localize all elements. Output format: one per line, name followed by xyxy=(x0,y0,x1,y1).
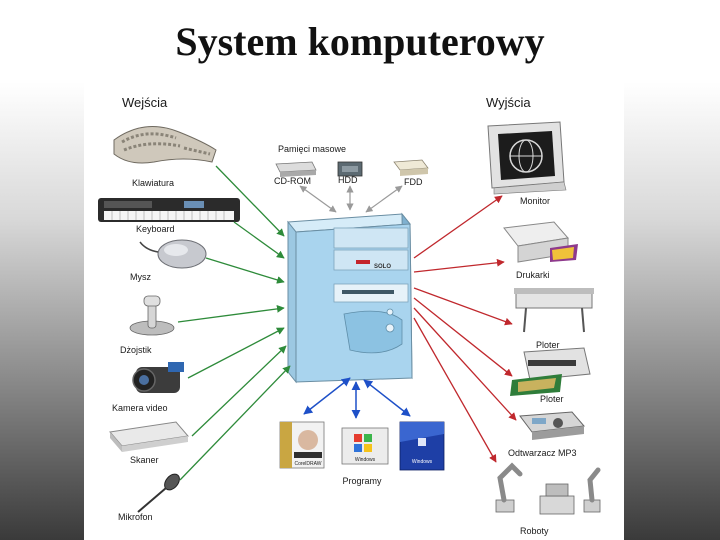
mp3-player-icon xyxy=(519,411,585,440)
output-label-robots: Roboty xyxy=(520,526,549,536)
microphone-icon xyxy=(137,473,180,513)
arrow-case-to-monitor xyxy=(413,195,503,259)
input-label-music-keyboard: Keyboard xyxy=(136,224,175,234)
windows-xp-box-label: Windows xyxy=(412,459,433,465)
arrow-fdd xyxy=(365,185,403,213)
storage-label-cd-rom: CD-ROM xyxy=(274,176,311,186)
input-label-keyboard: Klawiatura xyxy=(132,178,174,188)
robots-icon xyxy=(495,462,601,515)
arrow-cd-rom xyxy=(299,185,337,213)
arrow-scanner-to-case xyxy=(191,345,287,437)
arrow-joystick-to-case xyxy=(177,305,285,323)
arrow-microphone-to-case xyxy=(179,365,291,481)
monitor-icon xyxy=(487,121,567,195)
arrow-windows-xp xyxy=(363,379,411,417)
joystick-icon xyxy=(129,295,175,336)
video-camera-icon xyxy=(132,362,184,393)
storage-label-hdd: HDD xyxy=(338,175,358,185)
diagram-svg: Wejścia Wyjścia Pamięci masowe Klawiatur… xyxy=(98,95,601,536)
right-gradient-border xyxy=(624,82,720,540)
arrow-coreldraw xyxy=(303,377,351,415)
mouse-icon xyxy=(139,239,207,269)
title-band xyxy=(0,0,720,82)
storage-arrows xyxy=(299,185,403,213)
input-arrows xyxy=(177,165,291,481)
input-label-joystick: Dżojstik xyxy=(120,345,152,355)
windows-box-icon xyxy=(341,427,389,465)
computer-case-icon xyxy=(287,212,413,384)
plotter-2-icon xyxy=(510,347,591,396)
page-title: System komputerowy xyxy=(175,19,545,64)
input-label-microphone: Mikrofon xyxy=(118,512,153,522)
plotter-icon xyxy=(514,288,594,333)
arrow-case-to-printer xyxy=(413,258,505,273)
windows-xp-box-icon xyxy=(399,421,445,471)
arrow-mouse-to-case xyxy=(205,257,285,284)
arrow-case-to-mp3 xyxy=(413,307,517,421)
software-label: Programy xyxy=(342,476,382,486)
arrow-case-to-plotter-1 xyxy=(413,287,513,326)
input-label-scanner: Skaner xyxy=(130,455,159,465)
windows-box-label: Windows xyxy=(355,457,376,463)
case-brand-label: SOLO xyxy=(374,264,391,270)
storage-label-fdd: FDD xyxy=(404,177,423,187)
output-label-monitor: Monitor xyxy=(520,196,550,206)
output-label-mp3-player: Odtwarzacz MP3 xyxy=(508,448,577,458)
input-label-video-camera: Kamera video xyxy=(112,403,168,413)
left-gradient-border xyxy=(0,82,84,540)
arrow-music-keyboard-to-case xyxy=(233,221,285,259)
output-arrows xyxy=(413,195,517,463)
output-label-printers: Drukarki xyxy=(516,270,550,280)
cd-rom-drive-icon xyxy=(275,161,317,177)
arrow-camera-to-case xyxy=(187,327,285,379)
software-arrows xyxy=(303,377,411,419)
coreldraw-box-icon xyxy=(279,421,325,469)
hdd-icon xyxy=(337,161,363,177)
coreldraw-box-label: CorelDRAW xyxy=(294,461,321,467)
outputs-header: Wyjścia xyxy=(486,95,531,110)
floppy-drive-icon xyxy=(393,159,429,176)
arrow-case-to-robots xyxy=(413,317,497,463)
storage-header: Pamięci masowe xyxy=(278,144,346,154)
diagram-panel: Wejścia Wyjścia Pamięci masowe Klawiatur… xyxy=(84,82,624,540)
inputs-header: Wejścia xyxy=(122,95,168,110)
arrow-keyboard-to-case xyxy=(215,165,285,237)
arrow-case-to-plotter-2 xyxy=(413,297,513,377)
music-keyboard-icon xyxy=(98,198,240,222)
input-label-mouse: Mysz xyxy=(130,272,151,282)
output-label-plotter-1: Ploter xyxy=(536,340,560,350)
scanner-icon xyxy=(109,421,189,452)
output-label-plotter-2: Ploter xyxy=(540,394,564,404)
ergonomic-keyboard-icon xyxy=(113,126,217,164)
printer-icon xyxy=(503,221,578,263)
